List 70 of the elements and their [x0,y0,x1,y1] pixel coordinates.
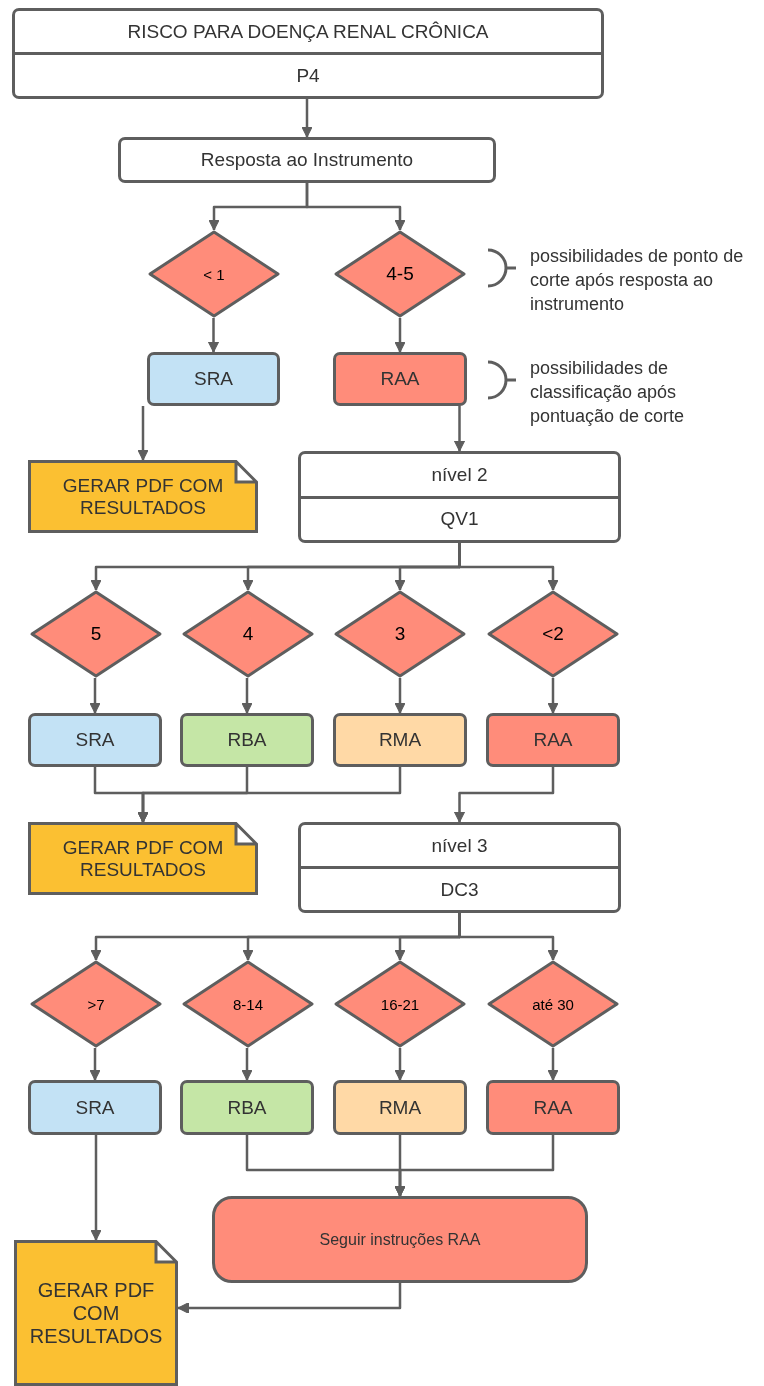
process-box: RAA [486,1080,620,1135]
process-box [298,451,621,543]
decision-diamond [334,590,466,678]
arrow [89,1048,101,1081]
annotation-text: possibilidades de classificação após pontuação de corte [530,357,686,428]
process-box [298,822,621,913]
condition-label: <2 [542,623,564,645]
decision-diamond [182,590,314,678]
arrow [207,318,220,353]
process-box: Resposta ao Instrumento [118,137,496,183]
arrow [177,1283,402,1314]
decision-diamond [334,230,466,318]
arrow [137,406,149,461]
arrow [137,767,402,823]
heading-text: nível 2 [430,462,489,487]
decision-diamond [487,590,619,678]
arrow [547,678,559,714]
process-box: SRA [28,1080,162,1135]
condition-label: 4-5 [386,263,414,285]
process-box [12,8,604,99]
annotation-text: possibilidades de ponto de corte após resposta ao instrumento [530,245,745,316]
condition-label: 3 [394,623,406,645]
decision-diamond [487,960,619,1048]
code-text: DC3 [301,866,618,910]
arrow [394,1135,555,1197]
process-box: RMA [333,1080,467,1135]
condition-label: >7 [87,995,105,1013]
condition-label: 4 [242,623,254,645]
process-box: RBA [180,1080,314,1135]
arrow [301,99,313,138]
arrow [453,406,466,452]
decision-diamond [148,230,280,318]
code-text: P4 [15,52,601,96]
heading-text: RISCO PARA DOENÇA RENAL CRÔNICA [126,19,490,44]
document-shape [14,1240,178,1386]
document-shape [28,460,258,533]
action-text: GERAR PDF COM RESULTADOS [61,474,225,519]
condition-label: < 1 [203,265,225,283]
document-shape [28,822,258,895]
condition-label: 16-21 [380,995,420,1013]
arrow [305,183,406,231]
arrow [90,1135,102,1241]
process-box: Seguir instruções RAA [212,1196,588,1283]
condition-label: até 30 [532,995,574,1013]
arrow [241,678,253,714]
decision-diamond [30,960,162,1048]
process-box: RMA [333,713,467,767]
arrow [458,913,559,961]
arrow [458,543,559,591]
arrow [394,1048,406,1081]
arrow [547,1048,559,1081]
arrow [453,767,555,823]
decision-diamond [334,960,466,1048]
process-box: SRA [28,713,162,767]
arrow [89,678,101,714]
process-box: RAA [333,352,467,406]
arrow [394,678,406,714]
arrow [241,1048,253,1081]
process-box: RAA [486,713,620,767]
action-text: GERAR PDF COM RESULTADOS [61,836,225,881]
decision-diamond [182,960,314,1048]
arrow [394,318,406,353]
condition-label: 8-14 [233,995,263,1013]
condition-label: 5 [90,623,102,645]
code-text: QV1 [301,495,618,540]
decision-diamond [30,590,162,678]
action-text: GERAR PDF COM RESULTADOS [28,1278,164,1348]
process-box: SRA [147,352,280,406]
process-box: RBA [180,713,314,767]
heading-text: nível 3 [430,833,489,858]
